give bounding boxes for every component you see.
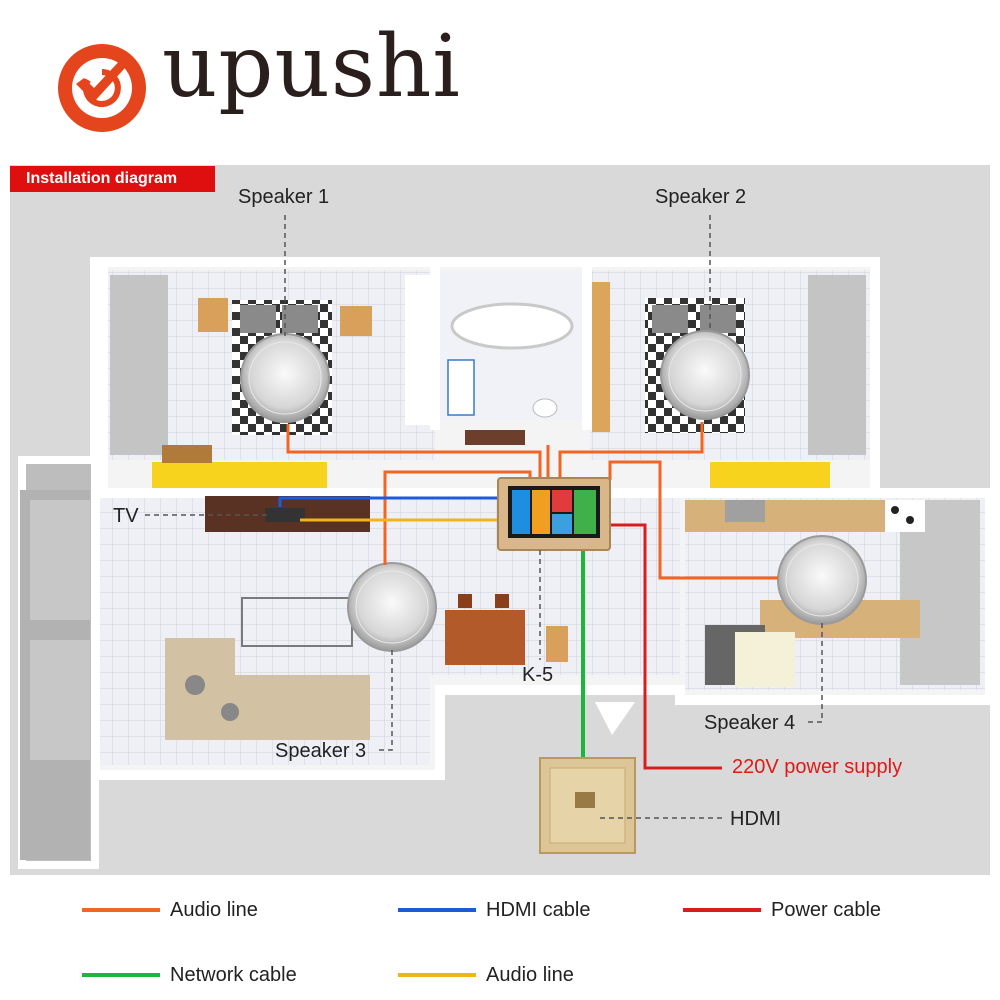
sink (725, 500, 765, 522)
floor-marker (595, 702, 635, 735)
sofa (165, 638, 370, 740)
wardrobe-right (808, 275, 866, 455)
brand-name: upushi (162, 17, 461, 117)
label-speaker-4: Speaker 4 (704, 712, 796, 734)
network-wall-plate (539, 757, 636, 854)
legend-label: Audio line (486, 963, 574, 986)
pillow (282, 305, 318, 333)
legend-swatch (398, 908, 476, 912)
label-speaker-1: Speaker 1 (238, 186, 330, 208)
legend-swatch (683, 908, 761, 912)
legend-item-hdmi-cable: HDMI cable (398, 895, 590, 925)
label-tv: TV (113, 505, 139, 527)
bedroom-1-cabinet (152, 462, 327, 488)
bedroom-2-cabinet (710, 462, 830, 488)
burner (906, 516, 914, 524)
kitchen-counter (685, 500, 885, 532)
speaker-4 (777, 535, 867, 625)
label-leaders (145, 215, 823, 819)
legend-item-network-cable: Network cable (82, 960, 297, 990)
brand-logo: upushi (50, 24, 570, 140)
label-speaker-2: Speaker 2 (655, 186, 747, 208)
dining-chair (458, 594, 472, 608)
nightstand (340, 306, 372, 336)
cabinet (447, 359, 475, 416)
pillow (652, 305, 688, 333)
label-power-supply: 220V power supply (732, 756, 903, 778)
burner (891, 506, 899, 514)
legend-swatch (82, 973, 160, 977)
dining-chair (495, 594, 509, 608)
door-frame (592, 282, 610, 432)
legend-label: Audio line (170, 898, 258, 921)
cushion (185, 675, 205, 695)
label-speaker-3: Speaker 3 (275, 740, 367, 762)
legend-swatch (82, 908, 160, 912)
nightstand (198, 298, 228, 332)
legend-item-audio-line-yellow: Audio line (398, 960, 574, 990)
chair (162, 445, 212, 463)
legend-swatch (398, 973, 476, 977)
bathtub (450, 302, 574, 350)
speaker-1 (240, 333, 330, 423)
legend-label: Network cable (170, 963, 297, 986)
legend-label: HDMI cable (486, 898, 591, 921)
cushion (221, 703, 239, 721)
speaker-3 (347, 562, 437, 652)
brand-logo-icon (58, 44, 146, 132)
installation-diagram-tag: Installation diagram (10, 166, 215, 192)
speaker-2 (660, 330, 750, 420)
wall (100, 265, 108, 495)
wall (582, 265, 592, 430)
k5-control-panel (497, 477, 611, 551)
stove (885, 500, 925, 532)
window-left (30, 500, 90, 620)
wardrobe-left (110, 275, 168, 455)
pillow (700, 305, 736, 333)
pillow (240, 305, 276, 333)
bathroom-partition (405, 275, 435, 425)
wall (100, 488, 680, 498)
cabinet (735, 632, 795, 687)
legend-item-power-cable: Power cable (683, 895, 881, 925)
power-cable (610, 523, 722, 770)
side-cabinet (546, 626, 568, 662)
toilet (532, 398, 558, 418)
tv (265, 508, 305, 522)
label-k5: K-5 (522, 664, 554, 686)
label-hdmi: HDMI (730, 808, 782, 830)
hdmi-cable (278, 496, 500, 507)
window-left-lower (30, 640, 90, 760)
wall (680, 488, 990, 498)
legend-item-audio-line: Audio line (82, 895, 258, 925)
wall-shelf (465, 430, 525, 445)
legend-label: Power cable (771, 898, 882, 921)
dining-table (445, 610, 525, 665)
